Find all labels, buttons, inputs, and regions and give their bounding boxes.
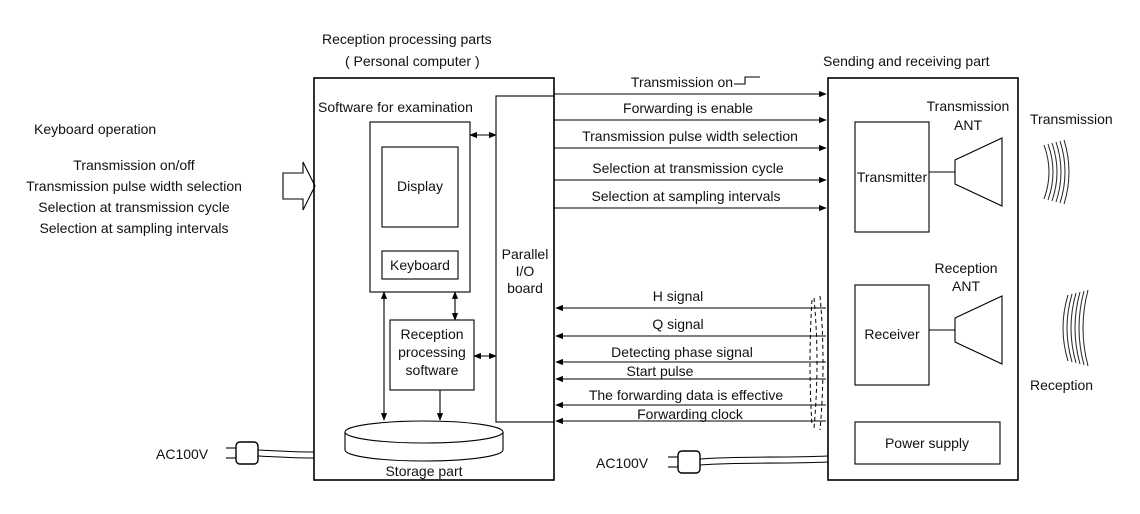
- incoming-signal-label: H signal: [653, 288, 704, 304]
- parallel-io-label: I/O: [516, 263, 535, 279]
- keyboard-input-arrow: [282, 161, 316, 211]
- transmission-label: Transmission: [1030, 111, 1113, 127]
- keyboard-box: [381, 250, 459, 280]
- reception-antenna-icon: [929, 295, 1003, 365]
- receiver-box: [854, 284, 930, 386]
- receiver-label: Receiver: [864, 326, 920, 342]
- outgoing-signal-label: Selection at transmission cycle: [592, 160, 784, 176]
- transmission-ant-label: Transmission: [927, 98, 1010, 114]
- incoming-signal-label: Detecting phase signal: [611, 344, 753, 360]
- reception-software-label: software: [406, 362, 459, 378]
- reception-wave-icon: [1062, 289, 1089, 367]
- ac-plug-left-icon: [226, 441, 315, 465]
- reception-label: Reception: [1030, 377, 1093, 393]
- reception-ant-label: Reception: [934, 260, 997, 276]
- internal-connections: [380, 131, 497, 421]
- incoming-signal-label: Q signal: [652, 316, 703, 332]
- transmitter-box: [854, 121, 930, 233]
- software-for-examination-label: Software for examination: [318, 99, 473, 115]
- outgoing-signals: Transmission on Forwarding is enable Tra…: [554, 74, 827, 212]
- keyboard-operation-title: Keyboard operation: [34, 121, 156, 137]
- display-box: [381, 146, 459, 228]
- software-examination-box: [369, 121, 471, 293]
- reception-ant-label: ANT: [952, 278, 980, 294]
- power-supply-label: Power supply: [885, 435, 969, 451]
- incoming-signal-label: Forwarding clock: [637, 406, 744, 422]
- power-supply-box: [854, 421, 1001, 465]
- parallel-io-label: Parallel: [502, 246, 549, 262]
- outgoing-signal-label: Transmission on: [631, 74, 733, 90]
- outgoing-signal-label: Selection at sampling intervals: [591, 188, 780, 204]
- ac100v-middle-label: AC100V: [596, 455, 649, 471]
- keyboard-label: Keyboard: [390, 257, 450, 273]
- display-label: Display: [397, 178, 443, 194]
- transmission-wave-icon: [1043, 139, 1070, 205]
- keyboard-op-item: Transmission on/off: [73, 157, 194, 173]
- ac100v-left-label: AC100V: [156, 446, 209, 462]
- sending-receiving-box: [827, 77, 1019, 481]
- personal-computer-subtitle: ( Personal computer ): [345, 53, 480, 69]
- keyboard-operation-block: Keyboard operation Transmission on/off T…: [26, 121, 242, 236]
- keyboard-op-item: Transmission pulse width selection: [26, 178, 242, 194]
- transmission-antenna-icon: [929, 137, 1003, 207]
- reception-parts-title: Reception processing parts: [322, 31, 492, 47]
- reception-software-label: Reception: [400, 326, 463, 342]
- keyboard-op-item: Selection at transmission cycle: [38, 199, 230, 215]
- keyboard-op-item: Selection at sampling intervals: [39, 220, 228, 236]
- transmission-ant-label: ANT: [954, 117, 982, 133]
- transmitter-label: Transmitter: [857, 169, 928, 185]
- reception-software-label: processing: [398, 344, 466, 360]
- rising-edge-icon: [734, 76, 760, 85]
- parallel-io-board-box: [495, 95, 555, 423]
- ac-plug-middle-icon: [668, 450, 829, 474]
- sending-receiving-title: Sending and receiving part: [823, 53, 990, 69]
- storage-part-cylinder: [344, 420, 504, 462]
- parallel-io-label: board: [507, 280, 543, 296]
- incoming-signal-label: Start pulse: [627, 363, 694, 379]
- storage-part-label: Storage part: [385, 463, 462, 479]
- incoming-signal-label: The forwarding data is effective: [589, 387, 784, 403]
- outgoing-signal-label: Transmission pulse width selection: [582, 128, 798, 144]
- incoming-signals: H signal Q signal Detecting phase signal…: [555, 288, 826, 431]
- outgoing-signal-label: Forwarding is enable: [623, 100, 753, 116]
